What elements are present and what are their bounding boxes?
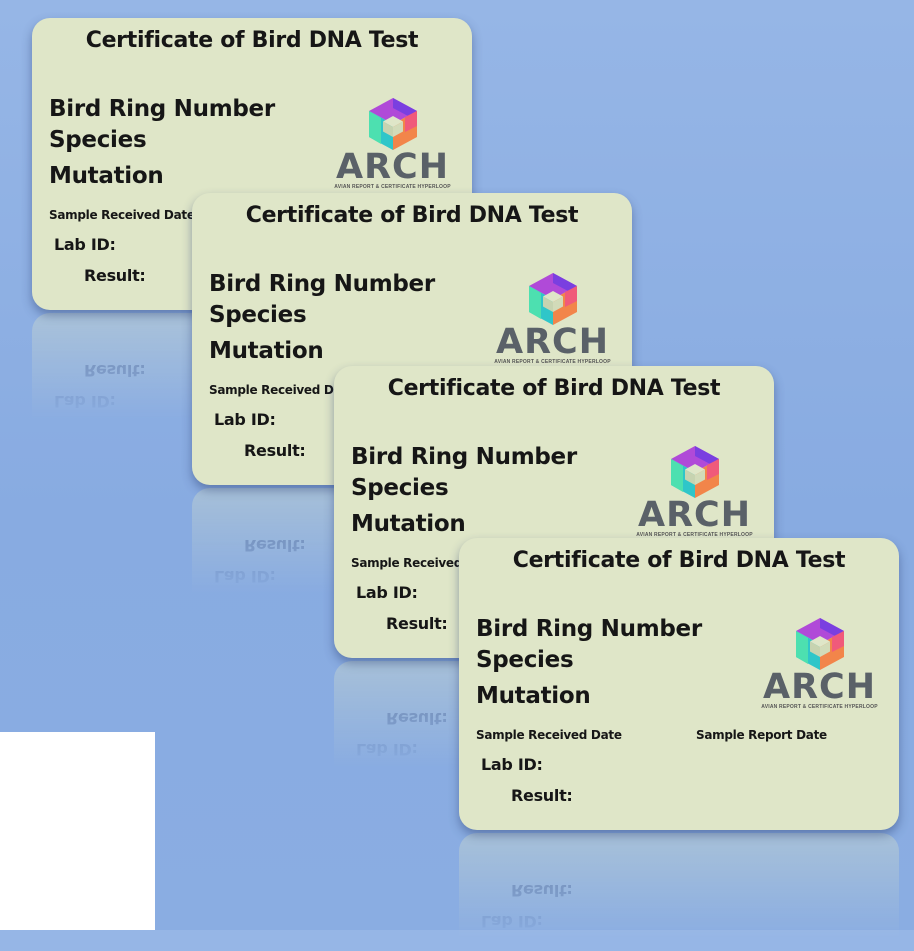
arch-logo-text: ARCH: [335, 147, 450, 187]
result-label: Result:: [386, 614, 448, 633]
certificate-title: Certificate of Bird DNA Test: [245, 203, 579, 228]
bird-ring-number-label: Bird Ring Number: [351, 444, 577, 470]
bird-ring-number-label: Bird Ring Number: [476, 616, 702, 642]
reflection-lab-id: Lab ID:: [356, 740, 418, 759]
bird-ring-number-label: Bird Ring Number: [209, 271, 435, 297]
arch-logo: ARCH AVIAN REPORT & CERTIFICATE HYPERLOO…: [757, 616, 882, 712]
result-label: Result:: [84, 266, 146, 285]
certificate-title: Certificate of Bird DNA Test: [85, 28, 419, 53]
arch-logo: ARCH AVIAN REPORT & CERTIFICATE HYPERLOO…: [330, 96, 455, 192]
arch-logo-text: ARCH: [637, 495, 752, 535]
mutation-label: Mutation: [476, 683, 591, 709]
species-label: Species: [49, 127, 147, 153]
sample-report-date-label: Sample Report Date: [696, 728, 827, 742]
result-label: Result:: [244, 441, 306, 460]
reflection-result: Result:: [511, 881, 573, 900]
reflection-result: Result:: [84, 361, 146, 380]
species-label: Species: [476, 647, 574, 673]
arch-logo: ARCH AVIAN REPORT & CERTIFICATE HYPERLOO…: [632, 444, 757, 540]
arch-logo-tagline: AVIAN REPORT & CERTIFICATE HYPERLOOP: [761, 704, 878, 710]
hexagon-cube-logo-icon: [529, 273, 577, 325]
hexagon-cube-logo-icon: [796, 618, 844, 670]
lab-id-label: Lab ID:: [481, 755, 543, 774]
lab-id-label: Lab ID:: [356, 583, 418, 602]
mutation-label: Mutation: [49, 163, 164, 189]
certificate-title: Certificate of Bird DNA Test: [512, 548, 846, 573]
arch-logo-text: ARCH: [762, 667, 877, 707]
sample-received-date-label: Sample Received Date: [476, 728, 622, 742]
reflection-result: Result:: [386, 709, 448, 728]
certificate-title: Certificate of Bird DNA Test: [387, 376, 721, 401]
bird-ring-number-label: Bird Ring Number: [49, 96, 275, 122]
result-label: Result:: [511, 786, 573, 805]
white-corner-block: [0, 732, 155, 930]
mutation-label: Mutation: [351, 511, 466, 537]
sample-received-date-label: Sample Received Date: [209, 383, 355, 397]
arch-logo-tagline: AVIAN REPORT & CERTIFICATE HYPERLOOP: [636, 532, 753, 538]
hexagon-cube-logo-icon: [671, 446, 719, 498]
arch-logo: ARCH AVIAN REPORT & CERTIFICATE HYPERLOO…: [490, 271, 615, 367]
mutation-label: Mutation: [209, 338, 324, 364]
species-label: Species: [209, 302, 307, 328]
arch-logo-tagline: AVIAN REPORT & CERTIFICATE HYPERLOOP: [494, 359, 611, 365]
sample-received-date-label: Sample Received Date: [49, 208, 195, 222]
arch-logo-text: ARCH: [495, 322, 610, 362]
reflection-lab-id: Lab ID:: [54, 392, 116, 411]
card-reflection: Lab ID: Result:: [459, 833, 899, 951]
reflection-result: Result:: [244, 536, 306, 555]
hexagon-cube-logo-icon: [369, 98, 417, 150]
lab-id-label: Lab ID:: [54, 235, 116, 254]
reflection-lab-id: Lab ID:: [481, 912, 543, 931]
arch-logo-tagline: AVIAN REPORT & CERTIFICATE HYPERLOOP: [334, 184, 451, 190]
species-label: Species: [351, 475, 449, 501]
certificate-card: Certificate of Bird DNA Test Bird Ring N…: [32, 18, 472, 310]
certificate-card: Certificate of Bird DNA Test Bird Ring N…: [459, 538, 899, 830]
lab-id-label: Lab ID:: [214, 410, 276, 429]
reflection-lab-id: Lab ID:: [214, 567, 276, 586]
